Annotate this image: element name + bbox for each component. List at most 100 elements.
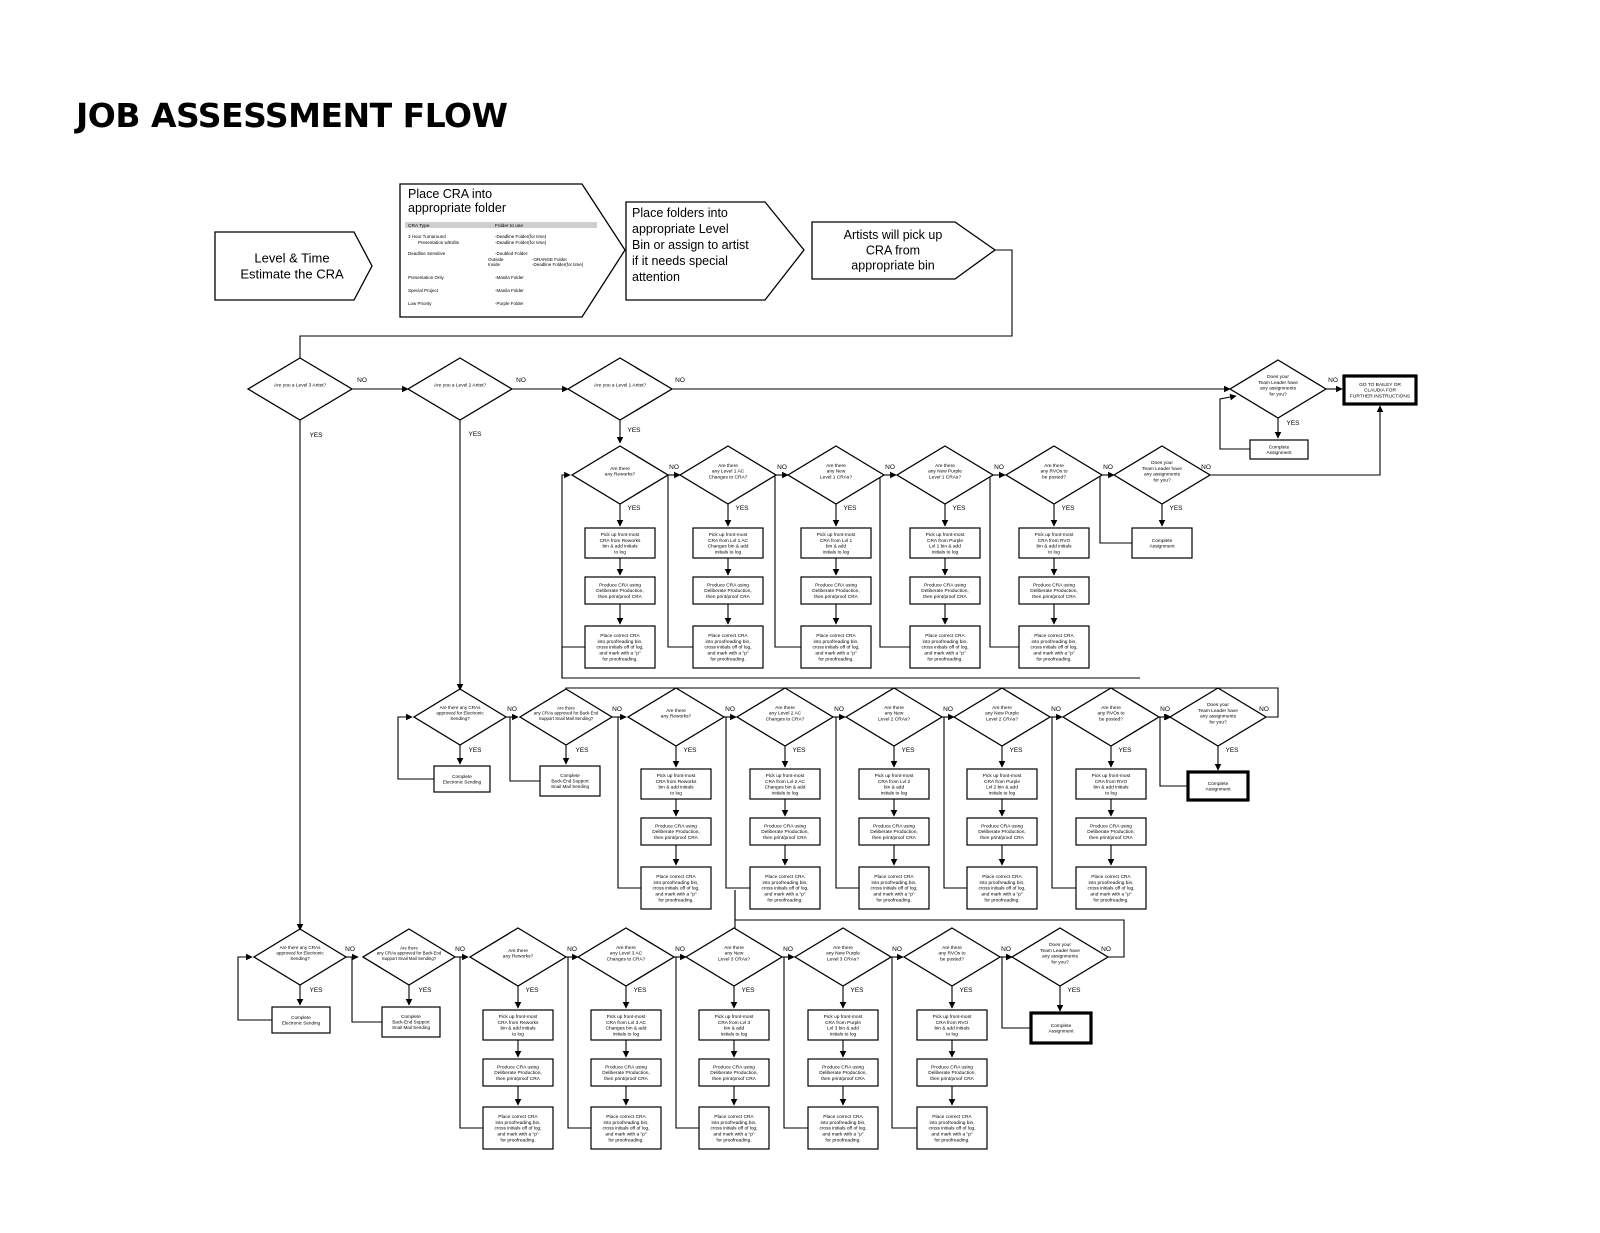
l1-produce-3-text-line: then print/proof CRA	[814, 594, 859, 600]
l2-place-proofreading-4-text-line: cross initials off of log,	[978, 886, 1025, 892]
l1-produce-5-text-line: then print/proof CRA	[1032, 594, 1077, 600]
l1-pickup-4-text-line: initials to log	[932, 549, 959, 555]
l3-question-3-text-line: Level 3 CRAs?	[718, 957, 750, 963]
l2-question-2-text-line: Are there	[775, 705, 795, 711]
l1-question-4-text-line: any New Purple	[928, 469, 962, 475]
l2-place-proofreading-4-text-line: into proofreading bin,	[979, 880, 1024, 886]
l2-produce-1	[640, 817, 712, 846]
connector-loop-l3-1	[459, 957, 483, 1129]
l2-question-2-text-line: Changes to CRA?	[766, 717, 805, 723]
l2-electronic-complete-text-line: Complete	[452, 774, 472, 779]
l2-place-proofreading-2	[749, 866, 821, 910]
l3-question-1	[468, 927, 568, 987]
l3-place-proofreading-4-text-line: into proofreading bin,	[820, 1120, 865, 1126]
l1-pickup-1-text-line: bin & add initials	[603, 544, 639, 550]
l2-question-4-text-line: Level 2 CRAs?	[986, 717, 1018, 723]
yes-label: YES	[1009, 747, 1023, 754]
l1-place-proofreading-2-text-line: cross initials off of log,	[704, 645, 751, 651]
connector-loop-l3-4	[783, 957, 808, 1129]
l2-snail-mail-complete-text-line: Snail Mail Sending	[551, 784, 589, 789]
l1-place-proofreading-2-text-line: into proofreading bin,	[705, 639, 750, 645]
l3-question-5-text-line: any RVOs to	[938, 951, 965, 957]
l3-electronic-question-text-line: approved for Electronic	[276, 951, 324, 956]
l2-place-proofreading-3	[858, 866, 930, 910]
l2-pickup-5-text-line: CRA from RVO	[1095, 779, 1128, 785]
yes-label: YES	[1225, 747, 1239, 754]
l1-pickup-5-text-line: Pick up front-most	[1035, 532, 1074, 538]
l3-place-proofreading-1	[482, 1106, 554, 1150]
l3-place-proofreading-3-text-line: cross initials off of log,	[710, 1126, 757, 1132]
l3-produce-1	[482, 1058, 554, 1087]
l3-place-proofreading-3-text-line: and mark with a "p"	[713, 1132, 755, 1138]
yes-label: YES	[952, 505, 966, 512]
l3-place-proofreading-3-text-line: Place correct CRA	[714, 1114, 754, 1120]
yes-label: YES	[683, 747, 697, 754]
l2-produce-4-text-line: then print/proof CRA	[980, 835, 1025, 841]
l1-question-2-text-line: Changes to CRA?	[709, 475, 748, 481]
l3-complete-assignment-text-line: Assignment	[1048, 1029, 1074, 1035]
yes-label: YES	[309, 987, 323, 994]
l2-complete-assignment	[1186, 770, 1250, 802]
no-label: NO	[892, 946, 902, 953]
folder-table-cell: -Deadline Folder(for time)	[495, 234, 547, 239]
l1-place-proofreading-4	[909, 625, 981, 669]
l1-complete-assignment	[1131, 527, 1193, 559]
l2-place-proofreading-3-text-line: cross initials off of log,	[870, 886, 917, 892]
l3-place-proofreading-2-text-line: into proofreading bin,	[603, 1120, 648, 1126]
l2-produce-2-text-line: Produce CRA using	[764, 823, 806, 829]
l1-question-4-text-line: Are there	[935, 463, 955, 469]
l1-produce-2-text-line: then print/proof CRA	[706, 594, 751, 600]
step-place-folders-level-bin-text: attention	[632, 270, 680, 284]
l3-pickup-3-text-line: initials to log	[721, 1031, 748, 1037]
l3-electronic-question-text-line: Sending?	[290, 956, 310, 961]
l3-pickup-2	[590, 1009, 662, 1041]
l1-pickup-5-text-line: bin & add initials	[1037, 544, 1073, 550]
l3-pickup-2-text-line: Pick up front-most	[607, 1014, 646, 1020]
l1-place-proofreading-3-text-line: and mark with a "p"	[815, 651, 857, 657]
l2-question-4	[952, 687, 1052, 747]
l1-place-proofreading-5-text-line: cross initials off of log,	[1030, 645, 1077, 651]
l1-place-proofreading-2-text-line: and mark with a "p"	[707, 651, 749, 657]
no-label: NO	[455, 946, 465, 953]
l2-team-leader-question-text-line: Does your	[1207, 702, 1229, 708]
l2-place-proofreading-2-text-line: into proofreading bin,	[762, 880, 807, 886]
step-place-cra-folder-title: appropriate folder	[408, 201, 506, 215]
connector-loop-l3-3	[675, 957, 699, 1129]
l2-pickup-3-text-line: CRA from Lvl 2	[878, 779, 911, 785]
yes-label: YES	[1118, 747, 1132, 754]
l3-place-proofreading-5-text-line: into proofreading bin,	[929, 1120, 974, 1126]
l1-produce-1-text-line: then print/proof CRA	[598, 594, 643, 600]
l3-pickup-5-text-line: bin & add initials	[935, 1026, 971, 1032]
step-place-folders-level-bin	[625, 201, 805, 301]
level-question-2	[406, 357, 514, 421]
l1-question-5-text-line: any RVOs to	[1040, 469, 1067, 475]
connector-loop-l2-snail	[509, 717, 540, 782]
no-label: NO	[783, 946, 793, 953]
l2-electronic-complete-text-line: Electronic Sending	[443, 779, 482, 784]
l2-pickup-1-text-line: Pick up front-most	[657, 773, 696, 779]
l1-place-proofreading-1-text-line: and mark with a "p"	[599, 651, 641, 657]
folder-table-cell: -Purple Folder	[495, 301, 524, 306]
l2-team-leader-question	[1168, 687, 1268, 747]
l1-produce-5	[1018, 576, 1090, 605]
l2-produce-5-text-line: Produce CRA using	[1090, 823, 1132, 829]
l3-produce-1-text-line: Produce CRA using	[497, 1064, 539, 1070]
l3-place-proofreading-1-text-line: cross initials off of log,	[494, 1126, 541, 1132]
l3-produce-4-text-line: Produce CRA using	[822, 1064, 864, 1070]
l1-place-proofreading-1-text-line: into proofreading bin,	[597, 639, 642, 645]
l2-produce-4	[966, 817, 1038, 846]
connector-loop-l3-5	[891, 957, 917, 1129]
no-label: NO	[1103, 464, 1113, 471]
no-label: NO	[1101, 946, 1111, 953]
connector-loop-team-leader-top	[1219, 393, 1250, 450]
l1-question-3	[786, 445, 886, 505]
l2-place-proofreading-5-text-line: into proofreading bin,	[1088, 880, 1133, 886]
l1-produce-4	[909, 576, 981, 605]
l2-question-5-text-line: be posted?	[1099, 717, 1123, 723]
l3-electronic-question-text-line: Are there any CRAs	[280, 945, 322, 950]
connector-loop-l2-team-leader	[1159, 713, 1188, 787]
yes-label: YES	[1169, 505, 1183, 512]
l2-snail-mail-question-text-line: Are there	[557, 705, 575, 710]
l1-team-leader-question-text-line: any assignments	[1144, 472, 1181, 478]
l1-question-4-text-line: Level 1 CRAs?	[929, 475, 961, 481]
